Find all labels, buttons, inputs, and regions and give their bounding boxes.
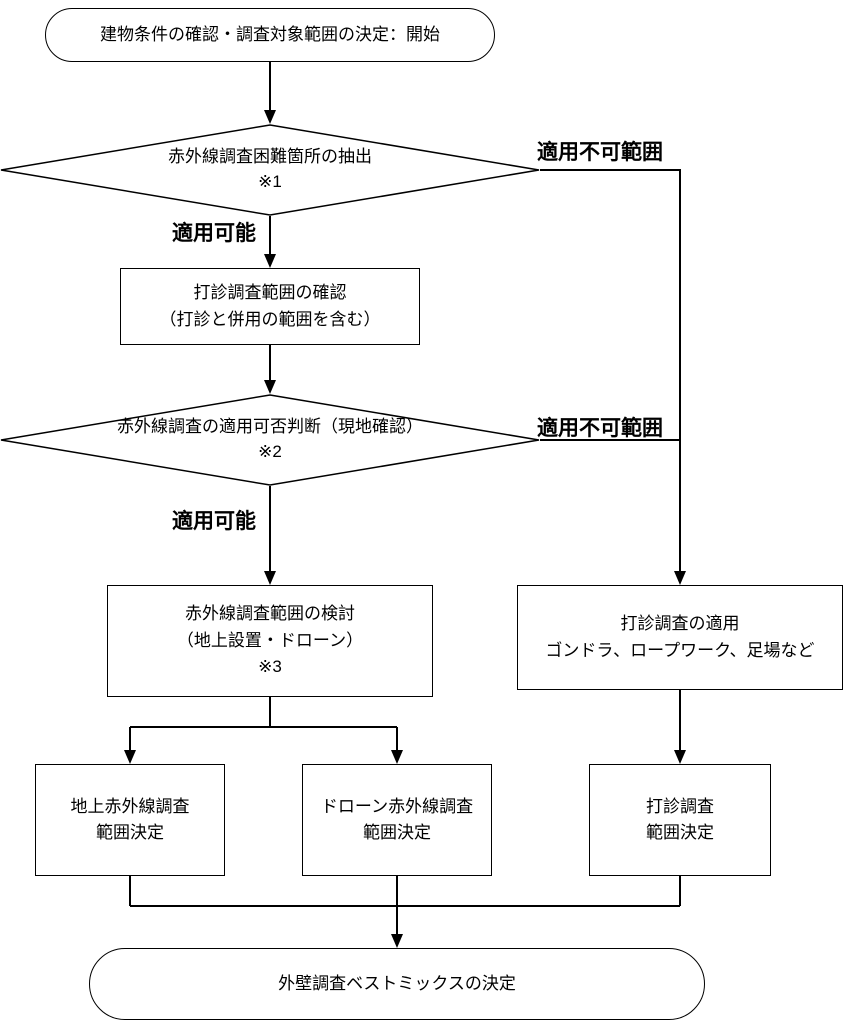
hammer-apply-line2: ゴンドラ、ロープワーク、足場など: [545, 640, 815, 660]
process2: 赤外線調査範囲の検討 （地上設置・ドローン） ※3: [107, 585, 433, 697]
arrowhead-into-result-hammer: [674, 750, 686, 764]
hammer-apply: 打診調査の適用 ゴンドラ、ロープワーク、足場など: [517, 585, 843, 690]
arrowhead-into-process2: [264, 571, 276, 585]
process2-line3: ※3: [258, 657, 282, 677]
result-ground-line2: 範囲決定: [96, 823, 164, 842]
decision1: 赤外線調査困難箇所の抽出 ※1: [0, 124, 540, 216]
decision1-shape: [0, 124, 540, 216]
arrowhead-into-result-ground: [124, 750, 136, 764]
end-label: 外壁調査ベストミックスの決定: [278, 973, 516, 993]
connector-lines: [129, 62, 681, 936]
process2-line1: 赤外線調査範囲の検討: [185, 604, 355, 624]
edge-label-decision2-yes: 適用可能: [172, 510, 256, 533]
result-hammer-line2: 範囲決定: [646, 823, 714, 842]
end-terminal: 外壁調査ベストミックスの決定: [89, 948, 705, 1020]
arrowhead-into-end: [391, 934, 403, 948]
result-ground: 地上赤外線調査 範囲決定: [35, 764, 225, 876]
connector-process2-split: [129, 697, 398, 752]
result-drone-line1: ドローン赤外線調査: [320, 796, 474, 816]
decision2-line1: 赤外線調査の適用可否判断（現地確認）: [117, 417, 423, 437]
hammer-apply-line1: 打診調査の適用: [620, 614, 740, 634]
process1: 打診調査範囲の確認 （打診と併用の範囲を含む）: [120, 268, 420, 345]
arrowhead-into-decision1: [264, 110, 276, 124]
arrowhead-into-hammer-apply: [674, 571, 686, 585]
decision2-text: 赤外線調査の適用可否判断（現地確認） ※2: [0, 394, 540, 486]
edge-label-decision1-yes: 適用可能: [172, 222, 256, 245]
result-ground-line1: 地上赤外線調査: [70, 796, 190, 816]
decision2-shape: [0, 394, 540, 486]
decision1-text: 赤外線調査困難箇所の抽出 ※1: [0, 124, 540, 216]
decision2: 赤外線調査の適用可否判断（現地確認） ※2: [0, 394, 540, 486]
decision1-line1: 赤外線調査困難箇所の抽出: [168, 147, 372, 167]
arrowheads: [124, 110, 686, 948]
start-terminal: 建物条件の確認・調査対象範囲の決定：開始: [45, 8, 495, 62]
edge-label-decision1-no: 適用不可範囲: [537, 141, 663, 164]
process1-line1: 打診調査範囲の確認: [193, 283, 347, 303]
result-drone-line2: 範囲決定: [363, 823, 431, 842]
arrowhead-into-result-drone: [391, 750, 403, 764]
result-drone: ドローン赤外線調査 範囲決定: [302, 764, 492, 876]
arrowhead-into-decision2: [264, 380, 276, 394]
arrowhead-into-process1: [264, 254, 276, 268]
edge-label-decision2-no: 適用不可範囲: [537, 417, 663, 440]
process2-line2: （地上設置・ドローン）: [176, 630, 364, 650]
connector-merge-to-end: [129, 876, 681, 936]
process1-line2: （打診と併用の範囲を含む）: [159, 309, 381, 329]
result-hammer-line1: 打診調査: [646, 796, 714, 816]
decision1-line2: ※1: [258, 172, 282, 191]
start-label: 建物条件の確認・調査対象範囲の決定：開始: [100, 24, 440, 44]
decision2-line2: ※2: [258, 442, 282, 461]
connector-decision1-no-branch: [540, 169, 681, 573]
result-hammer: 打診調査 範囲決定: [589, 764, 771, 876]
